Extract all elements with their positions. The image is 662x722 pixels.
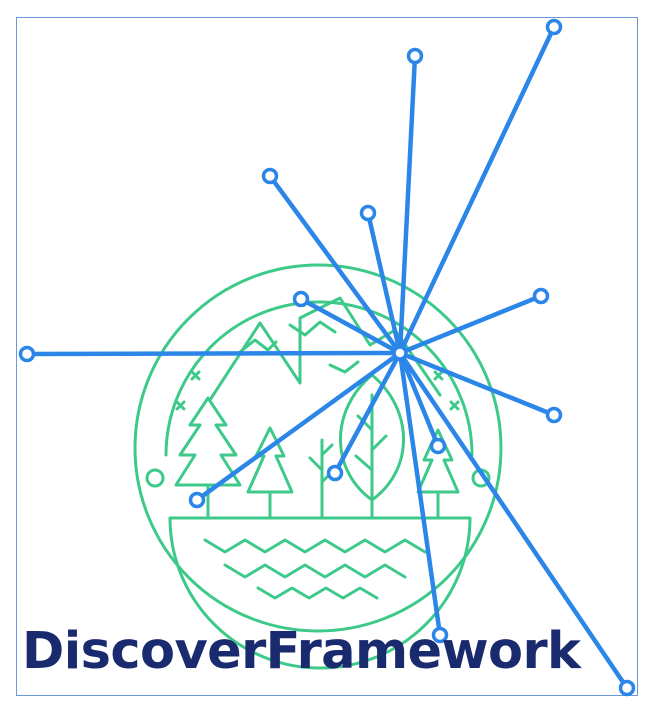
bare-tree — [308, 438, 336, 520]
water-wave-3 — [256, 586, 379, 600]
ray-line — [298, 296, 403, 356]
water-wave-1 — [203, 538, 427, 554]
ray-line — [397, 293, 544, 356]
mountain-snow-left — [238, 338, 278, 354]
drag-handle[interactable] — [261, 167, 279, 185]
ray-line — [194, 350, 403, 503]
center-handle[interactable] — [392, 345, 408, 361]
drag-handle[interactable] — [545, 406, 563, 424]
water-wave-2 — [223, 563, 407, 579]
ray-line — [397, 350, 443, 638]
drag-handle[interactable] — [618, 679, 636, 697]
drag-handle[interactable] — [326, 464, 344, 482]
leaf-tree-veins — [354, 393, 388, 520]
badge-outer-ring — [133, 263, 503, 633]
ray-line — [397, 350, 630, 691]
star-mark — [190, 370, 201, 381]
canvas-frame — [16, 17, 638, 696]
ray-line — [397, 350, 441, 449]
pine-tree-large — [174, 396, 242, 487]
badge-inner-arc — [164, 300, 474, 457]
drag-handle[interactable] — [359, 204, 377, 222]
ray-line — [332, 350, 403, 476]
badge-left-dot — [145, 468, 165, 488]
badge-lake-bowl — [168, 516, 472, 670]
drag-handle[interactable] — [188, 491, 206, 509]
ray-line — [397, 24, 557, 356]
star-mark — [433, 370, 444, 381]
drag-handle[interactable] — [292, 290, 310, 308]
drag-handle[interactable] — [406, 47, 424, 65]
drag-handle[interactable] — [545, 18, 563, 36]
ray-line — [397, 53, 418, 356]
drag-handle[interactable] — [18, 345, 36, 363]
ray-line — [267, 173, 403, 356]
drag-handle[interactable] — [431, 626, 449, 644]
mountain-snow-right — [328, 360, 360, 374]
burst-lines-icon — [24, 24, 630, 691]
nature-badge-icon — [133, 263, 503, 670]
star-mark — [175, 400, 186, 411]
brand-title: DiscoverFramework — [22, 622, 581, 681]
mountain-snow-mid — [288, 320, 337, 337]
ray-line — [365, 210, 403, 356]
drag-handle[interactable] — [429, 437, 447, 455]
drag-handle[interactable] — [532, 287, 550, 305]
ray-line — [24, 350, 403, 357]
ray-line — [397, 350, 557, 418]
handle-points[interactable] — [18, 18, 636, 697]
star-mark — [449, 400, 460, 411]
